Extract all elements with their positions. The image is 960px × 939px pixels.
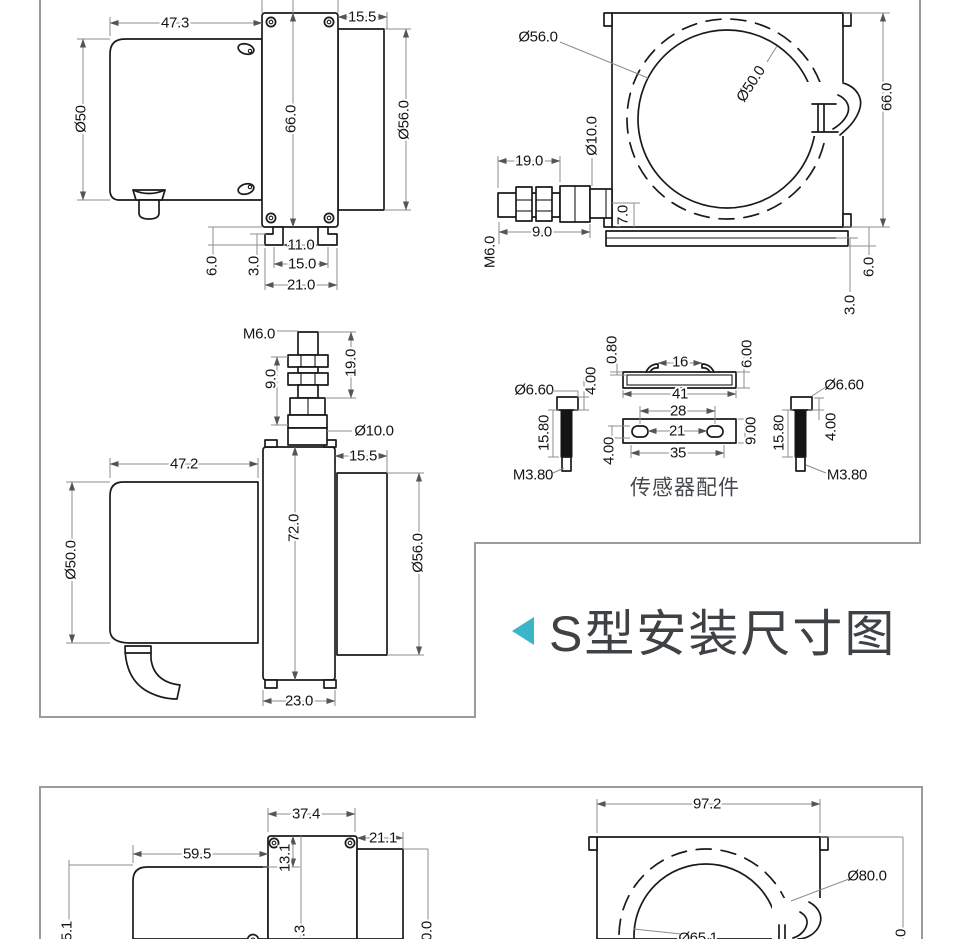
dim-acc-screw-len-left: 15.80 (536, 415, 553, 451)
dim-acc-plate-inner: 21 (669, 423, 685, 440)
accessories-caption: 传感器配件 (630, 477, 740, 500)
dim-bottom-side-body-w: 59.5 (183, 846, 211, 863)
dim-top-side-cyl-dia: Ø56.0 (396, 100, 413, 139)
title-text: S型安装尺寸图 (549, 606, 896, 662)
dim-top-side-feet-inner: 11.0 (288, 237, 315, 254)
dim-mid-side-height: 72.0 (286, 514, 303, 542)
view-mid-side: M6.0 9.0 19.0 Ø10.0 47.2 15.5 72.0 Ø50.0… (61, 324, 429, 712)
view-top-front: Ø56.0 Ø50.0 19.0 9.0 M6.0 Ø10.0 7.0 66.0… (480, 12, 898, 317)
dim-mid-side-rod-thread: M6.0 (243, 326, 275, 343)
dim-acc-screw-dia-left: Ø6.60 (514, 382, 553, 399)
dim-top-front-rod-thread: M6.0 (482, 236, 499, 268)
body-screws (237, 42, 255, 196)
dim-top-side-foot-h: 6.0 (204, 256, 221, 276)
foot-left (264, 226, 284, 246)
dim-bottom-front-width: 97.2 (693, 796, 721, 813)
dim-acc-plate-outer: 35 (670, 445, 686, 462)
view-bottom-side: 59.5 5.1 37.4 13.1 21.1 .3 0.0 (57, 804, 438, 939)
cable-outlet (778, 901, 822, 939)
dim-mid-side-rod-dia: Ø10.0 (354, 423, 393, 440)
dim-acc-screw-head-left: 4.00 (583, 367, 600, 395)
dim-mid-side-cyl-width: 15.5 (349, 448, 377, 465)
dim-acc-clip-gap: 16 (672, 354, 688, 371)
dim-mid-side-cyl-dia: Ø56.0 (410, 533, 427, 572)
dim-bottom-side-cut-mid: .3 (292, 925, 309, 937)
dim-top-side-feet-outer: 21.0 (287, 277, 315, 294)
dim-acc-clip-w: 41 (672, 386, 688, 403)
dim-bottom-front-drum-dia: Ø65.1 (678, 930, 717, 939)
dim-top-side-body-dia: Ø50 (73, 105, 90, 132)
dim-top-side-feet-mid: 15.0 (288, 256, 316, 273)
panel-bottom-border (39, 786, 923, 939)
dim-mid-side-width: 47.2 (170, 456, 198, 473)
dim-top-front-rod-len: 19.0 (515, 153, 543, 170)
dim-bottom-side-cyl-w: 21.1 (369, 830, 397, 847)
dim-top-front-base-step: 3.0 (842, 295, 859, 315)
dim-top-front-rod-dia: Ø10.0 (584, 116, 601, 155)
dim-top-front-outer-dia: Ø56.0 (518, 29, 557, 46)
panel-top-border (39, 0, 921, 718)
dim-acc-clip-t: 0.80 (604, 336, 621, 364)
clip-part (622, 363, 737, 389)
dim-mid-side-rod-nut: 9.0 (263, 369, 280, 389)
cable-outlet (811, 82, 862, 136)
dim-bottom-front-cut-right: 0 (893, 929, 910, 937)
dim-top-side-foot-step: 3.0 (246, 256, 263, 276)
dim-bottom-side-plate-w: 37.4 (292, 806, 320, 823)
dim-mid-side-body-dia: Ø50.0 (63, 540, 80, 579)
dim-top-front-axis-offset: 7.0 (615, 205, 632, 225)
dim-acc-screw-thread-left: M3.80 (513, 467, 553, 484)
dim-acc-plate-hole: 4.00 (601, 437, 618, 465)
dim-top-front-base-h: 6.0 (861, 257, 878, 277)
dim-bottom-front-outer-dia: Ø80.0 (847, 868, 886, 885)
dim-acc-screw-len-right: 15.80 (771, 415, 788, 451)
dim-top-front-height: 66.0 (879, 83, 896, 111)
accessories-group: Ø6.60 4.00 15.80 M3.80 0.80 16 6.00 41 (511, 334, 870, 500)
dim-top-side-height: 66.0 (283, 105, 300, 133)
foot-right (317, 226, 338, 246)
plate-screws (265, 16, 335, 224)
dim-top-side-cyl-width: 15.5 (348, 9, 376, 26)
cable-mask (806, 82, 862, 136)
dim-acc-clip-h: 6.00 (739, 340, 756, 368)
view-bottom-front: 97.2 Ø80.0 Ø65.1 0 (588, 794, 912, 939)
dim-acc-plate-h: 9.00 (743, 417, 760, 445)
section-title: S型安装尺寸图 (512, 606, 896, 662)
threaded-rod (287, 331, 329, 446)
dim-mid-side-rod-len: 19.0 (343, 349, 360, 377)
dim-acc-screw-dia-right: Ø6.60 (824, 377, 863, 394)
dim-bottom-side-cut-left: 5.1 (59, 921, 76, 939)
dim-acc-screw-head-right: 4.00 (823, 413, 840, 441)
dim-acc-plate-c2c: 28 (670, 403, 686, 420)
dim-top-front-rod-nut: 9.0 (532, 224, 552, 241)
dim-acc-screw-thread-right: M3.80 (827, 467, 867, 484)
dim-bottom-side-step: 13.1 (277, 844, 294, 872)
threaded-shaft (497, 185, 613, 223)
dim-bottom-side-cut-right: 0.0 (419, 921, 436, 939)
dim-mid-side-base-width: 23.0 (285, 693, 313, 710)
title-arrow-icon (512, 617, 534, 645)
view-top-side: 47.3 15.5 Ø50 66.0 Ø56.0 6.0 3.0 11.0 15… (71, 0, 415, 296)
dim-top-side-width: 47.3 (161, 15, 189, 32)
cable (124, 645, 181, 700)
